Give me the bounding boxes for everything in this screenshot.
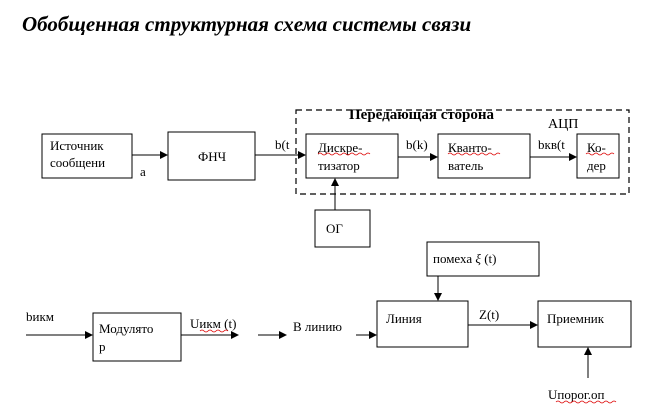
coder-label-line2: дер xyxy=(587,158,606,173)
noise-label: помеха ξ (t) xyxy=(433,251,497,266)
noise-arg: (t) xyxy=(481,251,497,266)
coder-label-line1: Ко- xyxy=(587,140,606,155)
receiver-block: Приемник xyxy=(537,300,632,348)
lpf-label: ФНЧ xyxy=(198,149,227,164)
to-line-label: В линию xyxy=(293,319,342,334)
source-block: Источник сообщени xyxy=(41,133,133,179)
modulator-label-line2: р xyxy=(99,339,106,354)
modulator-block: Модулято р xyxy=(92,312,182,362)
og-label: ОГ xyxy=(326,221,343,236)
line-block: Линия xyxy=(376,300,469,348)
zt-label: Z(t) xyxy=(479,307,499,322)
noise-symbol: ξ xyxy=(475,251,481,266)
sampler-label-line2: тизатор xyxy=(318,158,360,173)
transmit-side-boundary xyxy=(295,109,630,195)
source-label-line1: Источник xyxy=(50,138,104,153)
quantizer-block: Кванто- ватель xyxy=(437,133,531,179)
uikm-label: Uикм (t) xyxy=(190,316,236,331)
diagram-title: Обобщенная структурная схема системы свя… xyxy=(22,12,471,36)
coder-block: Ко- дер xyxy=(576,133,620,179)
modulator-label-line1: Модулято xyxy=(99,321,153,336)
sampler-label-line1: Дискре- xyxy=(318,140,363,155)
quantizer-label-line2: ватель xyxy=(448,158,483,173)
transmit-side-label: Передающая сторона xyxy=(349,107,495,123)
noise-label-word: помеха xyxy=(433,251,472,266)
source-sub-label: а xyxy=(140,164,146,179)
threshold-label: Uпорог.оп xyxy=(548,387,604,402)
source-label-line2: сообщени xyxy=(50,155,105,170)
og-block: ОГ xyxy=(314,209,371,248)
quantizer-label-line1: Кванто- xyxy=(448,140,492,155)
bkv-label: bкв(t xyxy=(538,137,565,152)
receiver-label: Приемник xyxy=(547,311,605,326)
bt-label: b(t xyxy=(275,137,290,152)
bk-label: b(k) xyxy=(406,137,428,152)
lpf-block: ФНЧ xyxy=(167,131,256,181)
bikm-label: bикм xyxy=(26,309,54,324)
noise-block: помеха ξ (t) xyxy=(426,241,540,277)
line-label: Линия xyxy=(386,311,422,326)
sampler-block: Дискре- тизатор xyxy=(305,133,399,179)
adc-label: АЦП xyxy=(548,117,578,132)
